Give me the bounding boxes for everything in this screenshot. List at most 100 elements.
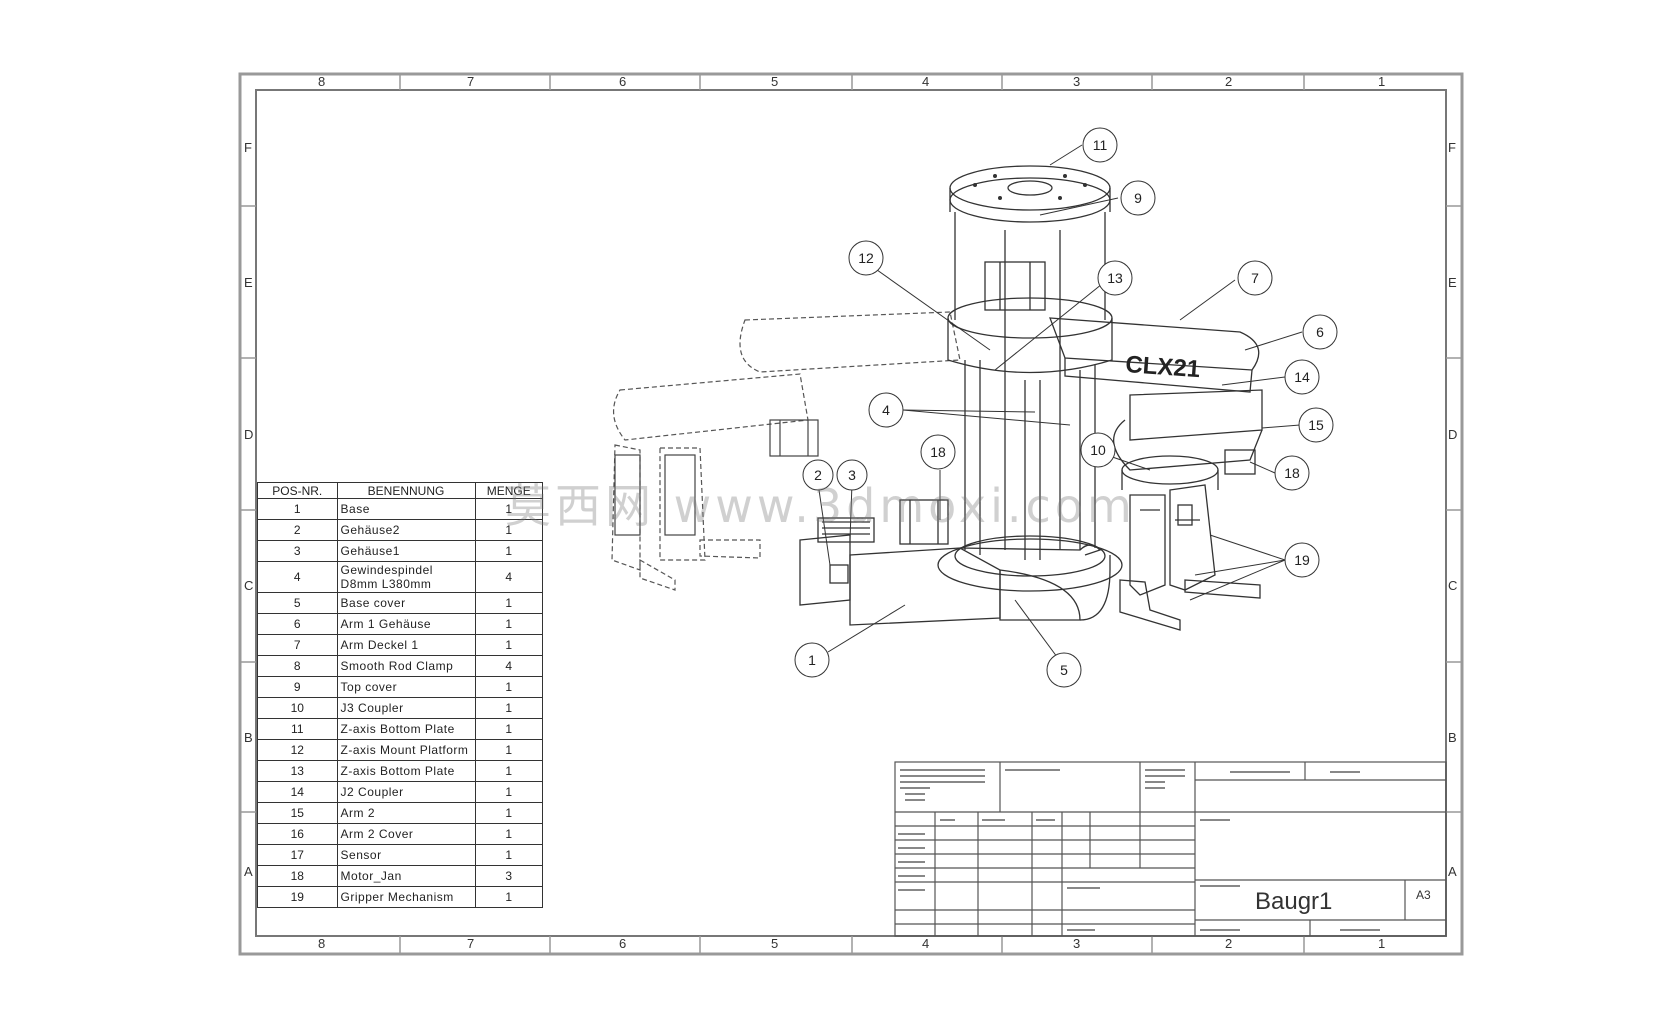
balloon: 18 xyxy=(920,434,956,470)
balloon: 3 xyxy=(836,459,868,491)
bom-header-row: POS-NR. BENENNUNG MENGE xyxy=(257,482,543,499)
bom-pos: 9 xyxy=(257,676,338,698)
svg-text:7: 7 xyxy=(1251,270,1259,286)
svg-text:18: 18 xyxy=(1284,465,1300,481)
balloon: 18 xyxy=(1274,455,1310,491)
ghost-arm-outline xyxy=(611,311,961,591)
svg-text:15: 15 xyxy=(1308,417,1324,433)
bom-name: Gehäuse2 xyxy=(336,519,476,541)
zone-number: 6 xyxy=(619,936,627,951)
svg-text:5: 5 xyxy=(1060,662,1068,678)
balloon: 4 xyxy=(868,392,904,428)
bom-qty: 1 xyxy=(474,823,543,845)
top-plate-holes xyxy=(973,174,1087,200)
bom-pos: 7 xyxy=(257,634,338,656)
balloon: 1 xyxy=(794,642,830,678)
zone-number: 7 xyxy=(467,936,475,951)
bom-name: Top cover xyxy=(336,676,476,698)
bom-name: Z-axis Bottom Plate xyxy=(336,718,476,740)
balloon: 10 xyxy=(1080,432,1116,468)
zone-number: 5 xyxy=(771,74,779,89)
svg-text:14: 14 xyxy=(1294,369,1310,385)
bom-pos: 19 xyxy=(257,886,338,908)
bom-pos: 17 xyxy=(257,844,338,866)
zone-letter: E xyxy=(244,275,253,290)
bom-name: Arm Deckel 1 xyxy=(336,634,476,656)
sheet-size: A3 xyxy=(1416,888,1431,902)
bom-name: Z-axis Mount Platform xyxy=(336,739,476,761)
watermark: 莫西网 www.3dmoxi.com xyxy=(505,479,1136,533)
svg-text:2: 2 xyxy=(814,467,822,483)
zone-number: 6 xyxy=(619,74,627,89)
part-label-clx21: CLX21 xyxy=(1125,351,1201,383)
bom-pos: 6 xyxy=(257,613,338,635)
bom-qty: 1 xyxy=(474,634,543,656)
leader-lines xyxy=(817,144,1303,666)
balloon: 14 xyxy=(1284,359,1320,395)
svg-text:19: 19 xyxy=(1294,552,1310,568)
zone-number: 1 xyxy=(1378,936,1386,951)
bom-qty: 1 xyxy=(474,760,543,782)
zone-letter: F xyxy=(1448,140,1456,155)
zone-number: 8 xyxy=(318,936,326,951)
base-housing xyxy=(799,499,1111,626)
svg-text:6: 6 xyxy=(1316,324,1324,340)
bom-qty: 1 xyxy=(474,592,543,614)
bom-header-pos: POS-NR. xyxy=(257,482,338,499)
drawing-name: Baugr1 xyxy=(1255,888,1333,915)
bom-qty: 1 xyxy=(474,802,543,824)
svg-text:3: 3 xyxy=(848,467,856,483)
balloon: 12 xyxy=(848,240,884,276)
zone-letter: D xyxy=(1448,427,1458,442)
bom-pos: 16 xyxy=(257,823,338,845)
zone-letter: C xyxy=(1448,578,1458,593)
gripper-mechanism xyxy=(1119,484,1261,631)
balloon: 5 xyxy=(1046,652,1082,688)
bom-header-name: BENENNUNG xyxy=(336,482,476,499)
bom-pos: 3 xyxy=(257,540,338,562)
arm-2 xyxy=(1112,389,1263,490)
bom-qty: 1 xyxy=(474,676,543,698)
balloon: 11 xyxy=(1082,127,1118,163)
bom-qty: 1 xyxy=(474,718,543,740)
sheet-frame xyxy=(238,72,1464,956)
zone-number: 1 xyxy=(1378,74,1386,89)
svg-text:4: 4 xyxy=(882,402,890,418)
balloon: 15 xyxy=(1298,407,1334,443)
balloon: 6 xyxy=(1302,314,1338,350)
bom-pos: 8 xyxy=(257,655,338,677)
zone-ticks xyxy=(240,74,1462,954)
svg-text:18: 18 xyxy=(930,444,946,460)
bom-qty: 1 xyxy=(474,886,543,908)
zone-letter: A xyxy=(244,864,253,879)
bom-qty: 1 xyxy=(474,697,543,719)
zone-number: 4 xyxy=(922,74,930,89)
balloon: 7 xyxy=(1237,260,1273,296)
bom-qty: 4 xyxy=(474,655,543,677)
zone-number: 4 xyxy=(922,936,930,951)
zone-letter: B xyxy=(1448,730,1457,745)
zone-number: 3 xyxy=(1073,936,1081,951)
bom-name: Gripper Mechanism xyxy=(336,886,476,908)
bom-qty: 1 xyxy=(474,781,543,803)
bom-name: Base xyxy=(336,498,476,520)
zone-letter: C xyxy=(244,578,254,593)
bom-pos: 10 xyxy=(257,697,338,719)
bom-name: Z-axis Bottom Plate xyxy=(336,760,476,782)
bom-pos: 14 xyxy=(257,781,338,803)
bom-pos: 12 xyxy=(257,739,338,761)
